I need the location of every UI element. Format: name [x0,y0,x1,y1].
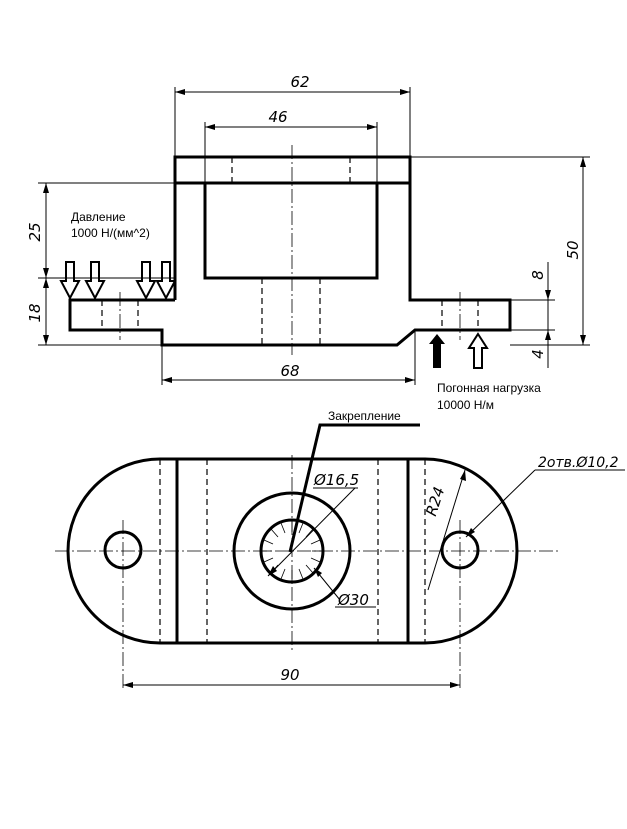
dim-25: 25 [26,222,44,241]
dim-8: 8 [529,270,547,280]
front-cavity [203,181,379,280]
dim-50: 50 [564,240,582,259]
line-load-label-line1: Погонная нагрузка [437,381,541,395]
line-load-label-line2: 10000 Н/м [437,398,494,412]
dim-bore-diameter: Ø16,5 [313,471,359,489]
pressure-label-line1: Давление [71,210,126,224]
dim-boss-diameter: Ø30 [337,591,369,609]
pressure-arrows [59,261,177,301]
dim-18: 18 [26,303,44,322]
top-view: Ø16,5 Ø30 R24 2отв.Ø10,2 90 Закрепление [55,409,625,690]
dim-4: 4 [529,349,547,359]
front-view: 62 46 68 50 25 18 [26,73,590,412]
dim-68: 68 [280,362,299,380]
dim-46: 46 [268,108,287,126]
dim-holes: 2отв.Ø10,2 [538,455,619,471]
fixing-label: Закрепление [328,409,401,423]
line-load-arrows [429,332,489,369]
fixing-leader [288,423,420,553]
dim-90: 90 [280,666,299,684]
dim-62: 62 [290,73,309,91]
front-outline [68,155,512,347]
pressure-label-line2: 1000 Н/(мм^2) [71,226,150,240]
dim-end-radius: R24 [422,485,448,519]
